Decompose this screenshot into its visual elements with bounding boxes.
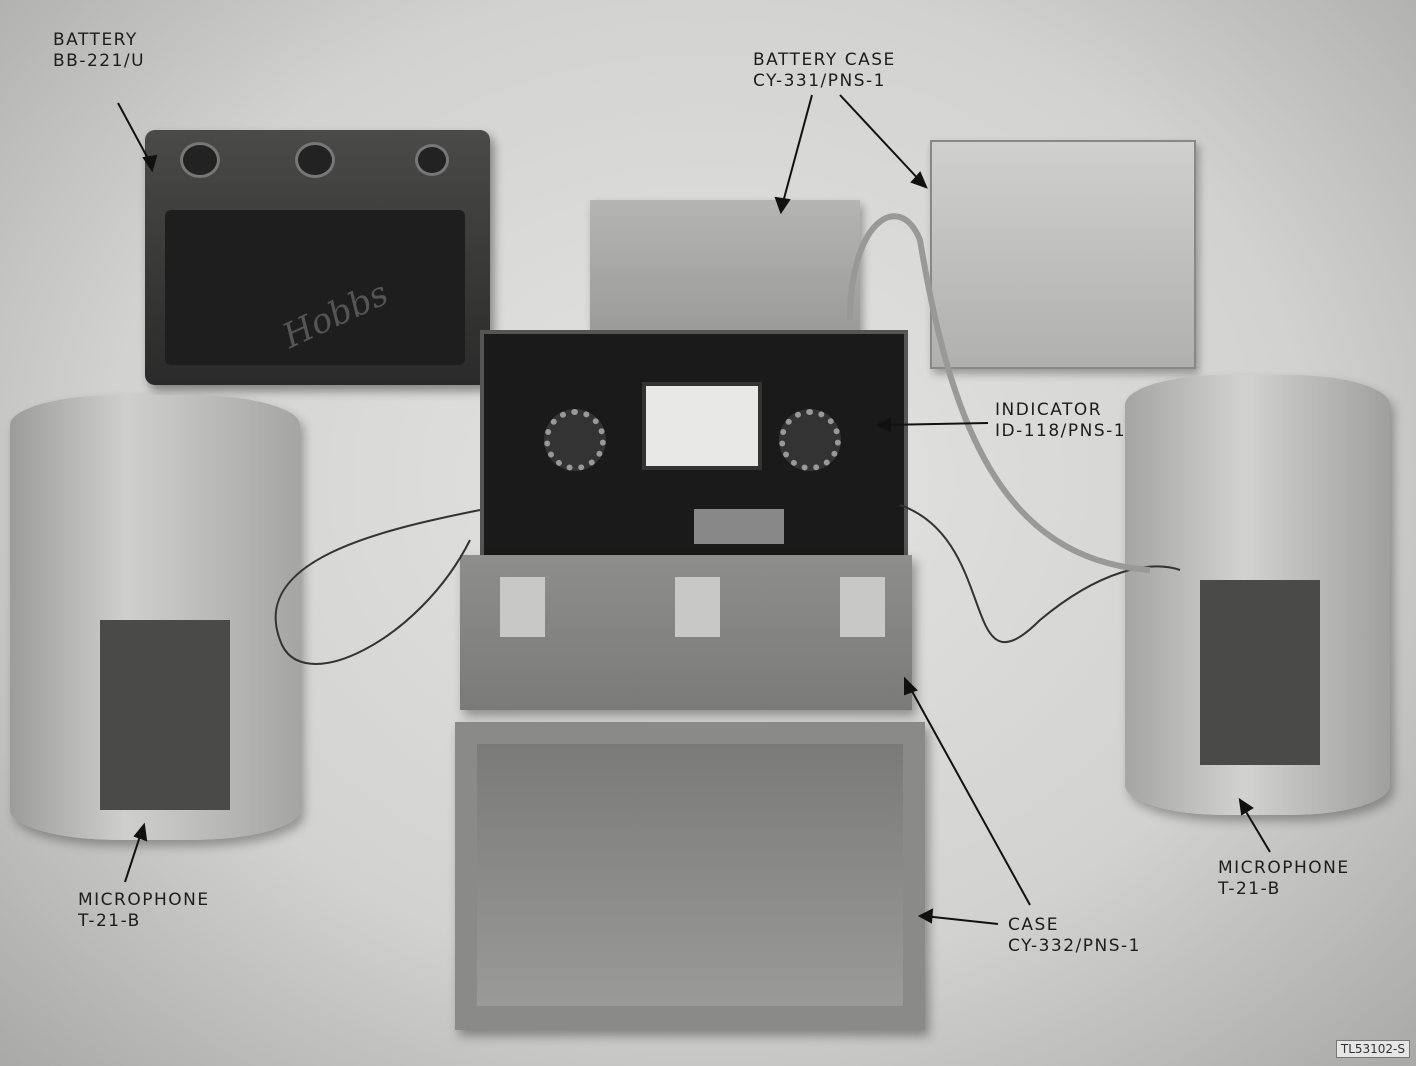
dial-right (779, 409, 841, 471)
meter (642, 382, 762, 470)
label-line: BB-221/U (53, 51, 146, 71)
arrow-battery (117, 102, 153, 167)
figure-id-tag: TL53102-S (1335, 1040, 1410, 1058)
case-lid-inner (477, 744, 903, 1006)
battery-case-open (930, 140, 1196, 369)
label-microphone-right: MICROPHONE T-21-B (1218, 858, 1350, 900)
label-line: BATTERY CASE (753, 50, 896, 70)
label-case: CASE CY-332/PNS-1 (1008, 915, 1141, 957)
battery-terminal (295, 142, 335, 178)
microphone-label-plate (100, 620, 230, 810)
arrow-indicator (881, 422, 989, 426)
battery-case-closed (590, 200, 860, 335)
case-lid (455, 722, 925, 1030)
arrow-battery-case-2 (839, 94, 923, 184)
microphone-left (10, 395, 300, 840)
nameplate (694, 509, 784, 544)
label-battery: BATTERY BB-221/U (53, 30, 145, 72)
label-line: MICROPHONE (1218, 858, 1350, 878)
label-line: T-21-B (1218, 879, 1281, 899)
arrow-battery-case-1 (781, 94, 813, 207)
cable (274, 509, 481, 665)
label-line: CY-332/PNS-1 (1008, 936, 1141, 956)
battery-terminal (180, 142, 220, 178)
arrow-case-body (907, 683, 1031, 906)
dial-left (544, 409, 606, 471)
label-indicator: INDICATOR ID-118/PNS-1 (995, 400, 1126, 442)
label-line: INDICATOR (995, 400, 1103, 420)
arrow-microphone-right (1241, 804, 1271, 853)
label-line: CY-331/PNS-1 (753, 71, 886, 91)
label-line: CASE (1008, 915, 1060, 935)
label-line: ID-118/PNS-1 (995, 421, 1127, 441)
label-line: BATTERY (53, 30, 138, 50)
label-line: T-21-B (78, 911, 141, 931)
battery-front-panel (165, 210, 465, 365)
arrow-microphone-left (124, 829, 143, 883)
battery-terminal (415, 144, 449, 176)
label-battery-case: BATTERY CASE CY-331/PNS-1 (753, 50, 896, 92)
microphone-label-plate (1200, 580, 1320, 765)
label-microphone-left: MICROPHONE T-21-B (78, 890, 210, 932)
cable (847, 213, 1151, 573)
arrow-case-lid (923, 915, 999, 925)
latch (840, 577, 885, 637)
battery (145, 130, 490, 385)
latch (675, 577, 720, 637)
microphone-right (1125, 375, 1390, 815)
label-line: MICROPHONE (78, 890, 210, 910)
indicator-case (460, 555, 912, 710)
latch (500, 577, 545, 637)
